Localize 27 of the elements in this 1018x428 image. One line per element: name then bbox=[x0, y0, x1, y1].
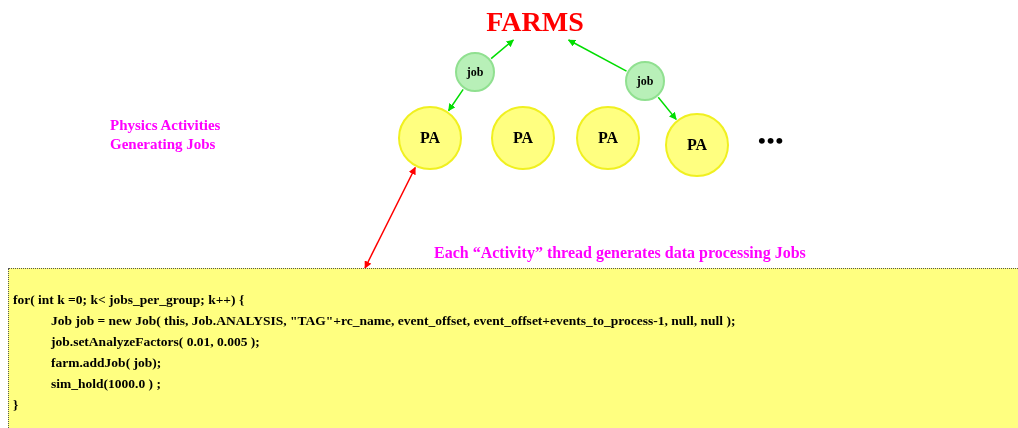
circle-label: job bbox=[636, 73, 654, 89]
note-text: Each “Activity” thread generates data processing Jobs bbox=[434, 243, 807, 263]
code-line: farm.addJob( job); bbox=[50, 354, 162, 372]
arrow bbox=[490, 39, 515, 60]
note-text: Physics Activities Generating Jobs bbox=[110, 116, 222, 154]
job-circle bbox=[625, 61, 665, 101]
arrow bbox=[364, 166, 416, 269]
code-line: job.setAnalyzeFactors( 0.01, 0.005 ); bbox=[50, 333, 260, 351]
activity-circle bbox=[398, 106, 462, 170]
activity-circle bbox=[665, 113, 729, 177]
job-circle bbox=[455, 52, 495, 92]
code-line: } bbox=[13, 396, 19, 414]
code-line: Job job = new Job( this, Job.ANALYSIS, "TAG"+rc_name, event_offset, event_offset+events_to_process-1, null, null ); bbox=[50, 312, 736, 330]
circle-label: PA bbox=[686, 136, 708, 154]
code-panel bbox=[8, 268, 1018, 428]
code-line: for( int k =0; k< jobs_per_group; k++) { bbox=[13, 291, 245, 309]
code-line: sim_hold(1000.0 ) ; bbox=[50, 375, 161, 393]
circle-label: PA bbox=[419, 129, 441, 147]
ellipsis-text: ••• bbox=[758, 128, 785, 154]
farms-label: FARMS bbox=[470, 4, 600, 40]
circle-label: job bbox=[466, 64, 484, 80]
circle-label: PA bbox=[512, 129, 534, 147]
arrow bbox=[567, 39, 628, 72]
activity-circle bbox=[576, 106, 640, 170]
arrow bbox=[447, 88, 464, 112]
arrow bbox=[657, 96, 677, 121]
circle-label: PA bbox=[597, 129, 619, 147]
